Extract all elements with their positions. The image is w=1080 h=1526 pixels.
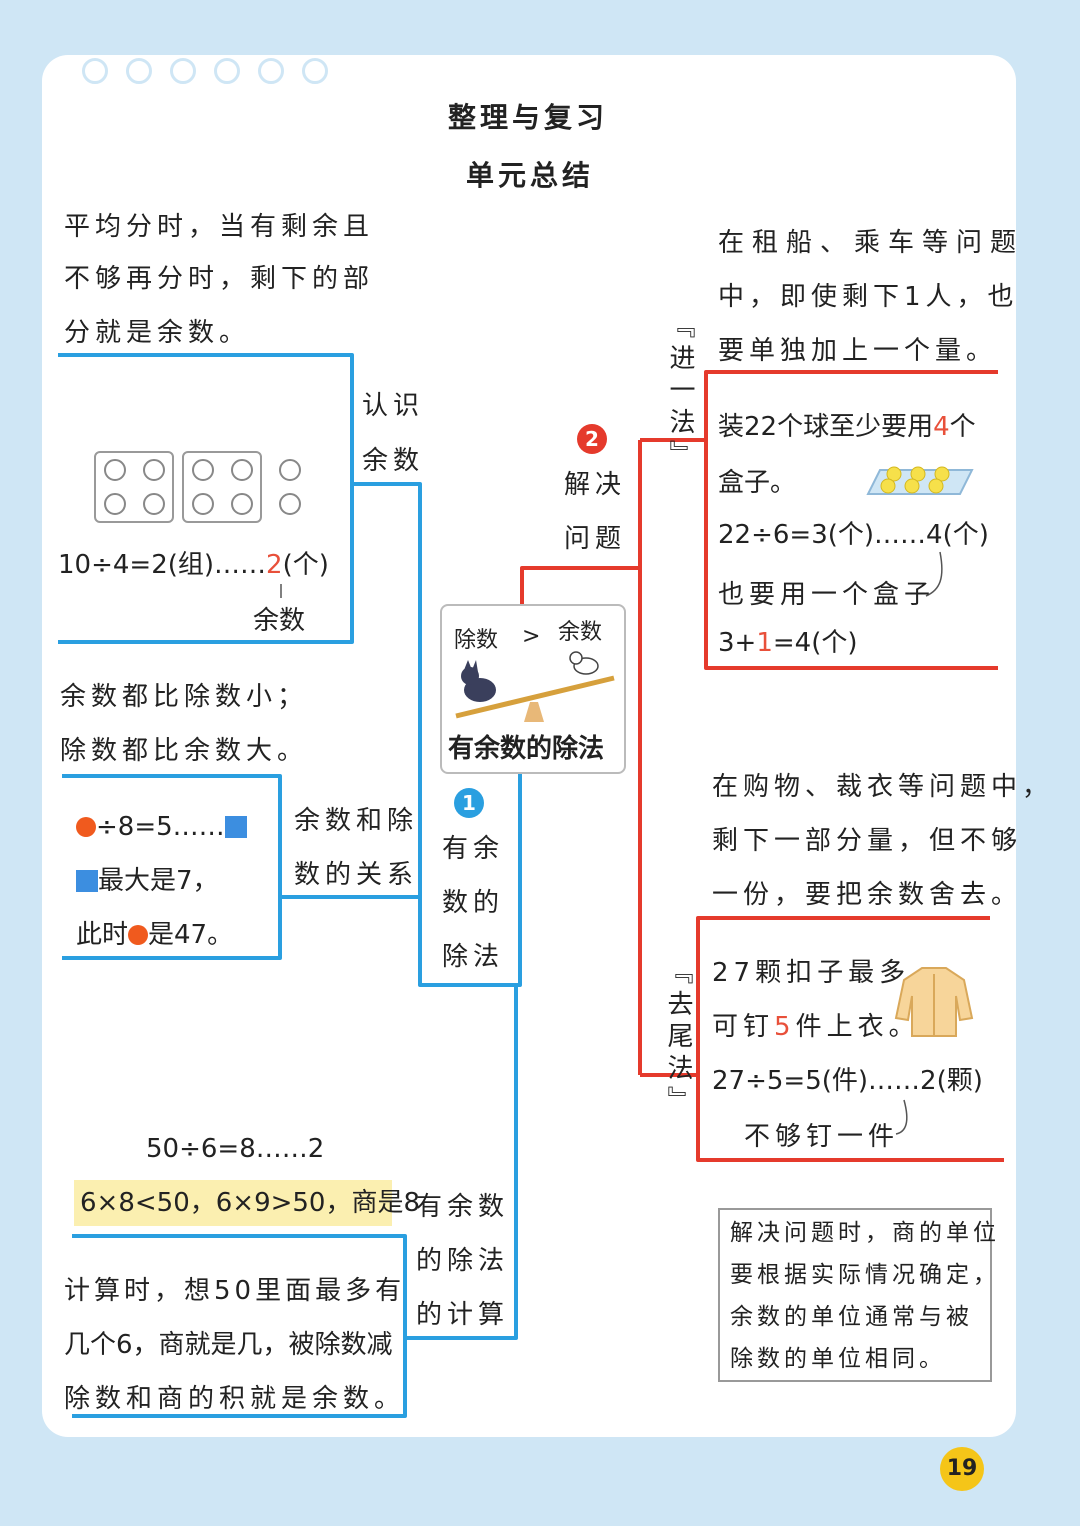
quwei-desc-line: 在购物、裁衣等问题中， <box>712 772 1054 802</box>
relation-label: 余数和除 <box>294 806 419 836</box>
equation-part: (个) <box>282 550 329 580</box>
branch-1-number: 1 <box>454 788 484 818</box>
center-title: 有余数的除法 <box>448 734 605 764</box>
recognize-def-line: 平均分时，当有剩余且 <box>64 212 375 242</box>
recognize-bracket <box>58 353 354 644</box>
relation-text: 是47。 <box>148 920 234 950</box>
summary-line: 要根据实际情况确定， <box>730 1262 1000 1288</box>
jinyi-bracket <box>704 370 998 670</box>
calc-label: 的除法 <box>416 1246 510 1276</box>
binder-ring <box>170 58 196 84</box>
jinyi-text: =4(个) <box>772 628 858 658</box>
jinyi-label: 『进一法』 <box>665 312 695 472</box>
equation-part: 10÷4=2(组)…… <box>58 550 267 580</box>
compare-right: 余数 <box>558 620 603 645</box>
equation-remainder: 2 <box>266 550 283 580</box>
calc-bracket <box>72 1234 407 1418</box>
quwei-bracket <box>696 916 1004 1162</box>
jinyi-text: 装22个球至少要用 <box>718 412 934 442</box>
binder-ring <box>82 58 108 84</box>
compare-symbol: > <box>522 624 541 649</box>
relation-line-3: 此时是47。 <box>76 922 233 948</box>
calc-label: 有余数 <box>416 1192 510 1222</box>
branch-1-label: 有余 <box>442 834 505 864</box>
relation-line-1: ÷8=5…… <box>76 814 247 840</box>
quwei-note: 不够钉一件 <box>744 1122 900 1152</box>
jinyi-equation: 22÷6=3(个)……4(个) <box>718 520 989 550</box>
relation-rule-line: 除数都比余数大。 <box>60 736 309 766</box>
calc-text-line: 几个6，商就是几，被除数减 <box>64 1330 393 1360</box>
jinyi-equation-2: 3+1=4(个) <box>718 630 858 656</box>
relation-line-2: 最大是7， <box>76 868 219 894</box>
compare-left: 除数 <box>454 628 499 653</box>
jinyi-desc-line: 要单独加上一个量。 <box>718 336 998 366</box>
quwei-example-1: 27颗扣子最多 <box>712 958 911 988</box>
jinyi-example-2: 盒子。 <box>718 468 797 498</box>
summary-line: 解决问题时，商的单位 <box>730 1220 1000 1246</box>
calc-equation: 50÷6=8……2 <box>146 1134 325 1164</box>
quwei-text: 可钉 <box>712 1012 775 1042</box>
branch-2-label: 解决 <box>564 470 627 500</box>
relation-text: 此时 <box>76 920 129 950</box>
relation-rule-line: 余数都比除数小； <box>60 682 309 712</box>
remainder-label: 余数 <box>253 606 306 636</box>
quwei-equation: 27÷5=5(件)……2(颗) <box>712 1066 983 1096</box>
summary-line: 余数的单位通常与被 <box>730 1304 973 1330</box>
blue-square-icon <box>76 870 98 892</box>
calc-label: 的计算 <box>416 1300 510 1330</box>
binder-ring <box>302 58 328 84</box>
calc-hint-highlight <box>74 1180 392 1226</box>
page-number: 19 <box>940 1447 984 1491</box>
quwei-number: 5 <box>774 1012 796 1042</box>
jinyi-number: 4 <box>933 412 950 442</box>
quwei-desc-line: 一份，要把余数舍去。 <box>712 880 1023 910</box>
relation-text: 最大是7， <box>98 866 219 896</box>
jinyi-example-1: 装22个球至少要用4个 <box>718 414 976 440</box>
quwei-text: 件上衣。 <box>795 1012 920 1042</box>
recognize-equation: 10÷4=2(组)……2(个) <box>58 552 329 578</box>
binder-ring <box>214 58 240 84</box>
branch-1-label: 数的 <box>442 888 505 918</box>
jacket-icon <box>894 967 974 1037</box>
branch-2-number: 2 <box>577 424 607 454</box>
branch-2-badge: 2 <box>577 424 607 454</box>
summary-note-box: 解决问题时，商的单位 要根据实际情况确定， 余数的单位通常与被 除数的单位相同。 <box>718 1208 996 1382</box>
recognize-label: 余数 <box>362 446 425 476</box>
relation-bracket <box>62 774 282 960</box>
ball-box-icon <box>866 466 974 495</box>
jinyi-note: 也要用一个盒子 <box>718 580 936 610</box>
seesaw-figure <box>455 651 615 722</box>
circle-groups-figure <box>94 451 301 523</box>
recognize-def-line: 不够再分时，剩下的部 <box>64 264 375 294</box>
relation-text: ÷8=5…… <box>96 812 225 842</box>
branch-1-badge: 1 <box>454 788 484 818</box>
jinyi-text: 个 <box>949 412 976 442</box>
calc-text-line: 计算时，想50里面最多有 <box>64 1276 406 1306</box>
summary-line: 除数的单位相同。 <box>730 1346 946 1372</box>
branch-1-label: 除法 <box>442 942 505 972</box>
page-subtitle: 单元总结 <box>466 159 595 192</box>
recognize-label: 认识 <box>362 391 425 421</box>
jinyi-text: 3+ <box>718 628 757 658</box>
branch-2-label: 问题 <box>564 524 627 554</box>
jinyi-number: 1 <box>756 628 773 658</box>
blue-square-icon <box>224 816 247 838</box>
jinyi-desc-line: 中，即使剩下1人，也 <box>718 282 1019 312</box>
calc-text-line: 除数和商的积就是余数。 <box>64 1384 406 1414</box>
relation-label: 数的关系 <box>294 860 419 890</box>
orange-circle-icon <box>76 817 96 837</box>
page-title: 整理与复习 <box>448 101 609 134</box>
quwei-example-2: 可钉5件上衣。 <box>712 1014 920 1040</box>
jinyi-desc-line: 在租船、乘车等问题 <box>718 228 1025 258</box>
center-topic-box: 除数 > 余数 有余数的除法 <box>440 604 626 774</box>
recognize-def-line: 分就是余数。 <box>64 318 251 348</box>
quwei-label: 『去尾法』 <box>663 958 693 1118</box>
binder-ring <box>126 58 152 84</box>
quwei-desc-line: 剩下一部分量，但不够 <box>712 826 1023 856</box>
calc-hint: 6×8<50，6×9>50，商是8 <box>80 1188 421 1218</box>
binder-ring <box>258 58 284 84</box>
orange-circle-icon <box>128 925 149 945</box>
